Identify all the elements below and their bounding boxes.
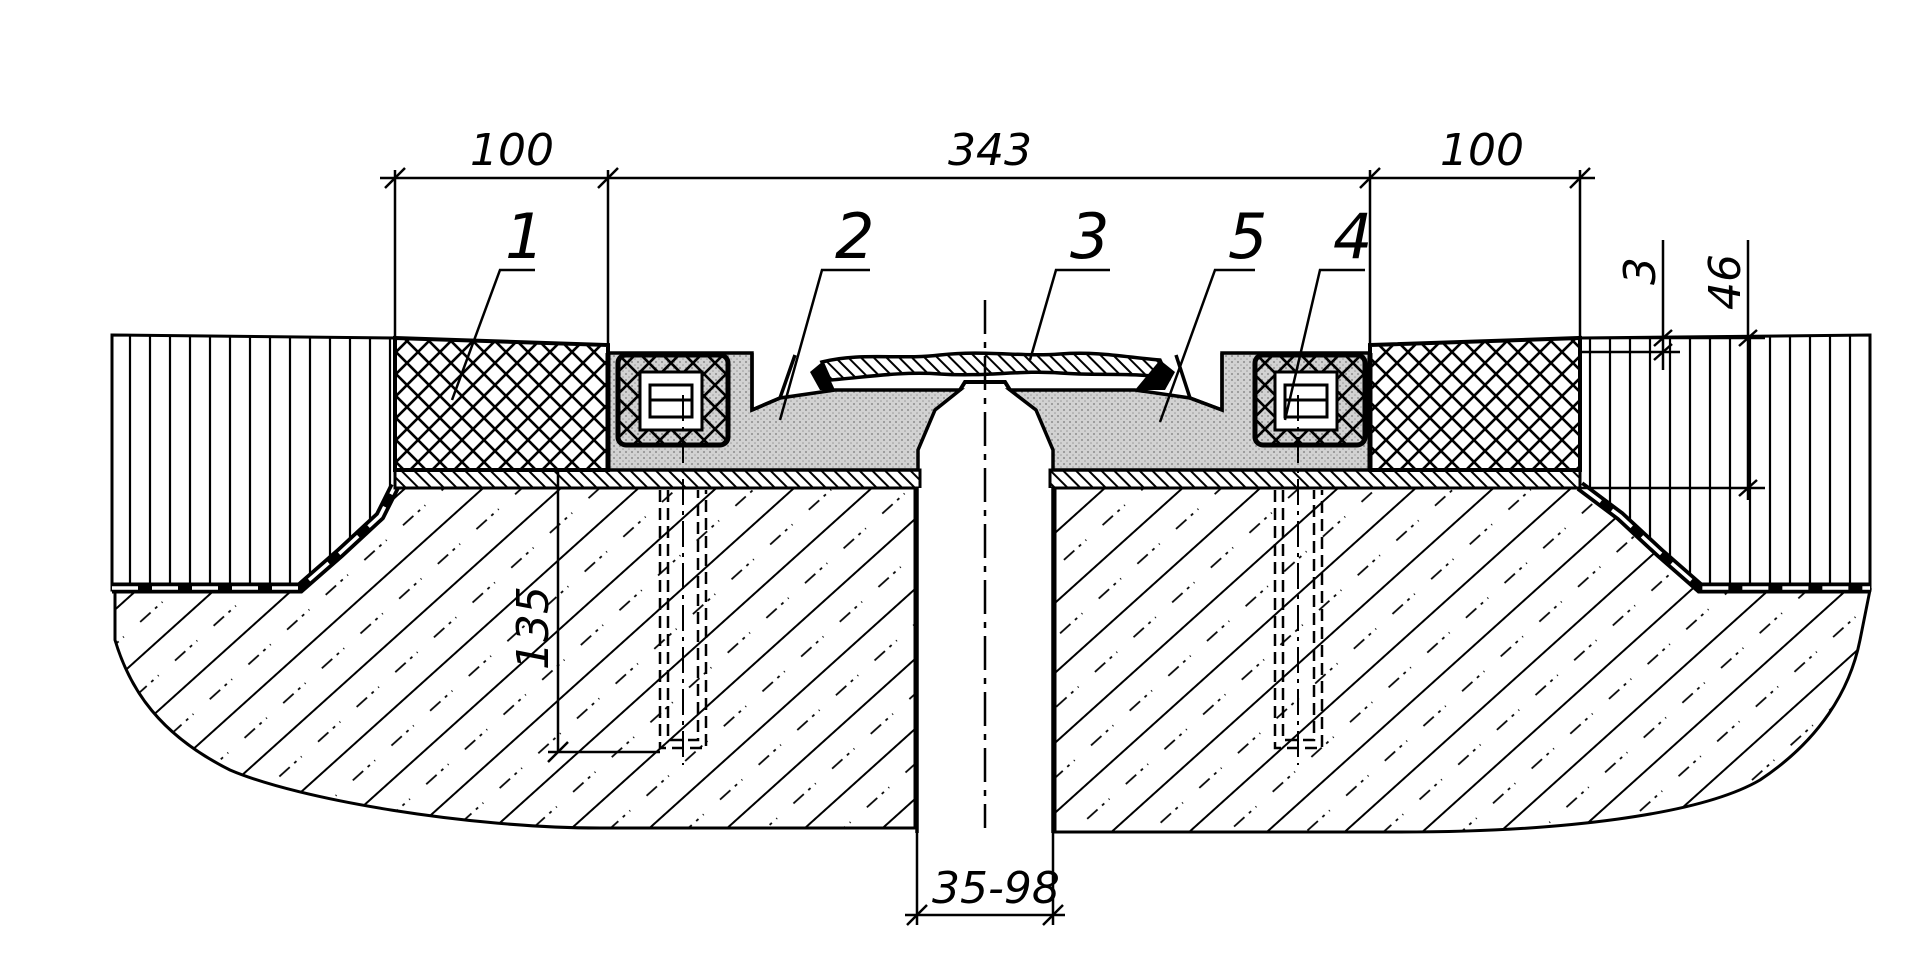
dimension-lines [380, 167, 1765, 926]
anchor-housing-right [1252, 352, 1368, 448]
dim-right-width: 100 [1440, 125, 1524, 176]
callout-1: 1 [505, 200, 544, 273]
concrete-slab-left [113, 486, 917, 830]
dim-left-width: 100 [470, 125, 554, 176]
base-plate-right [1048, 468, 1582, 490]
dimension-labels: 100 343 100 3 46 135 35-98 [470, 125, 1751, 914]
callout-labels: 1 2 3 5 4 [505, 200, 1372, 273]
callout-5: 5 [1228, 200, 1267, 273]
polymer-concrete-left [393, 335, 610, 472]
polymer-concrete-right [1368, 335, 1582, 472]
callout-4: 4 [1333, 200, 1372, 273]
callout-2: 2 [835, 200, 874, 273]
dim-layer-height: 46 [1700, 254, 1751, 310]
waterproofing-right [1576, 481, 1870, 594]
waterproofing-left [112, 483, 400, 594]
callout-3: 3 [1070, 200, 1109, 273]
anchor-housing-left [615, 352, 731, 448]
profile-notches [750, 353, 1224, 413]
base-plate-left [393, 468, 922, 490]
dim-anchor-depth: 135 [508, 586, 559, 670]
rubber-seal [810, 351, 1175, 392]
dim-gap-thickness: 3 [1615, 257, 1666, 285]
dim-joint-gap: 35-98 [932, 863, 1060, 914]
concrete-slab-right [1053, 486, 1872, 834]
dim-center-width: 343 [948, 125, 1032, 176]
bolt-axes [682, 395, 1299, 765]
